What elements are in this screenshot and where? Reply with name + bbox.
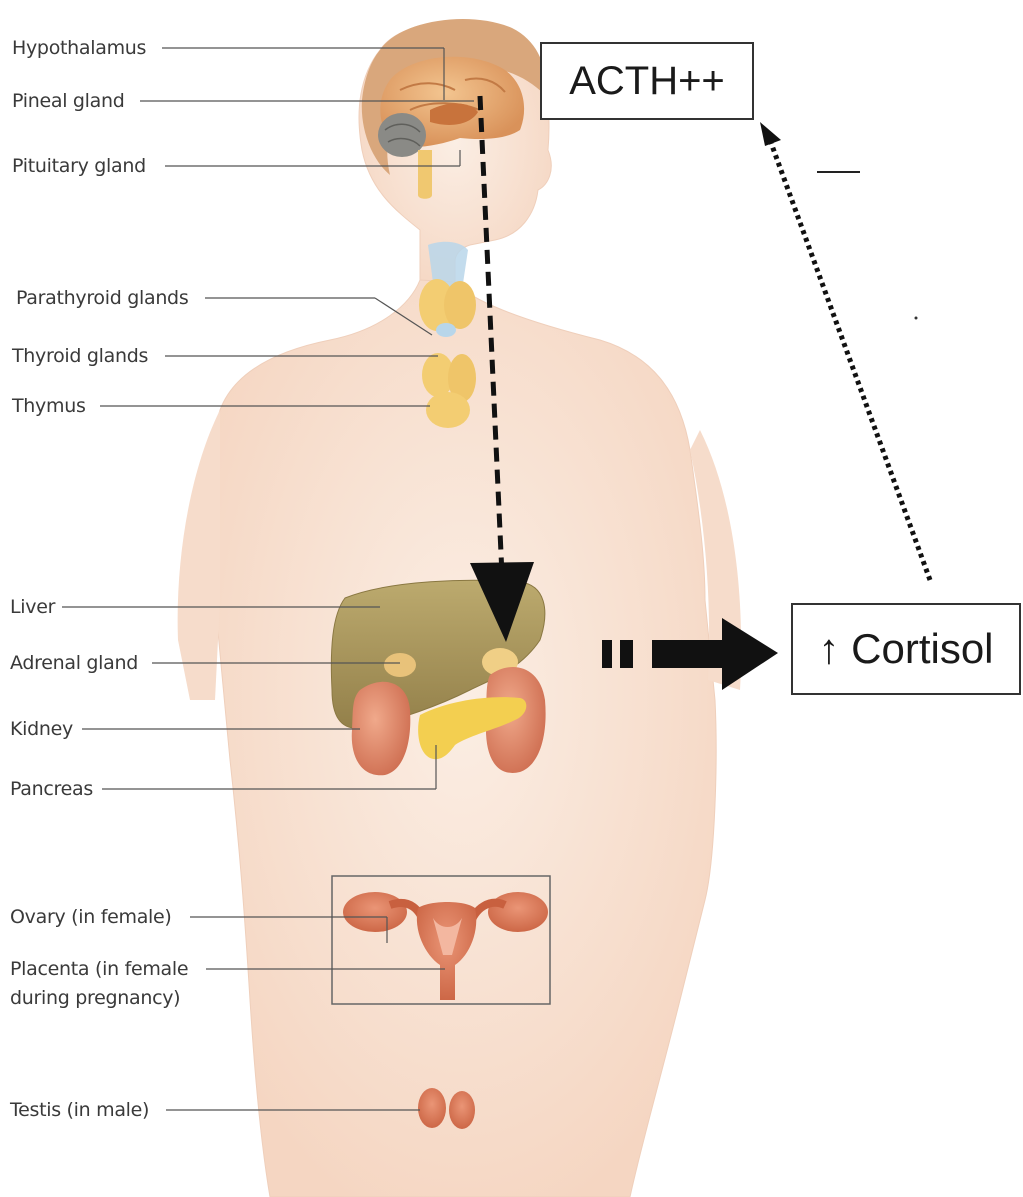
label-ovary: Ovary (in female) (10, 905, 172, 929)
label-liver: Liver (10, 595, 55, 619)
label-kidney: Kidney (10, 717, 73, 741)
acth-box: ACTH++ (540, 42, 754, 120)
label-parathyroid-glands: Parathyroid glands (16, 286, 188, 310)
label-pituitary-gland: Pituitary gland (12, 154, 146, 178)
stray-dot (915, 317, 918, 320)
kidney-left (352, 682, 411, 775)
label-pancreas: Pancreas (10, 777, 93, 801)
label-testis: Testis (in male) (10, 1098, 149, 1122)
adrenal-left (384, 653, 416, 677)
label-placenta-line2: during pregnancy) (10, 986, 180, 1010)
cortisol-box: ↑ Cortisol (791, 603, 1021, 695)
label-thyroid-glands: Thyroid glands (12, 344, 148, 368)
pituitary-stalk (418, 150, 432, 199)
label-pineal-gland: Pineal gland (12, 89, 125, 113)
label-adrenal-gland: Adrenal gland (10, 651, 138, 675)
label-hypothalamus: Hypothalamus (12, 36, 146, 60)
testis-right (449, 1091, 475, 1129)
label-placenta-line1: Placenta (in female (10, 957, 188, 981)
feedback-dotted-arrow (760, 122, 930, 580)
label-thymus: Thymus (12, 394, 86, 418)
testis-left (418, 1088, 446, 1128)
